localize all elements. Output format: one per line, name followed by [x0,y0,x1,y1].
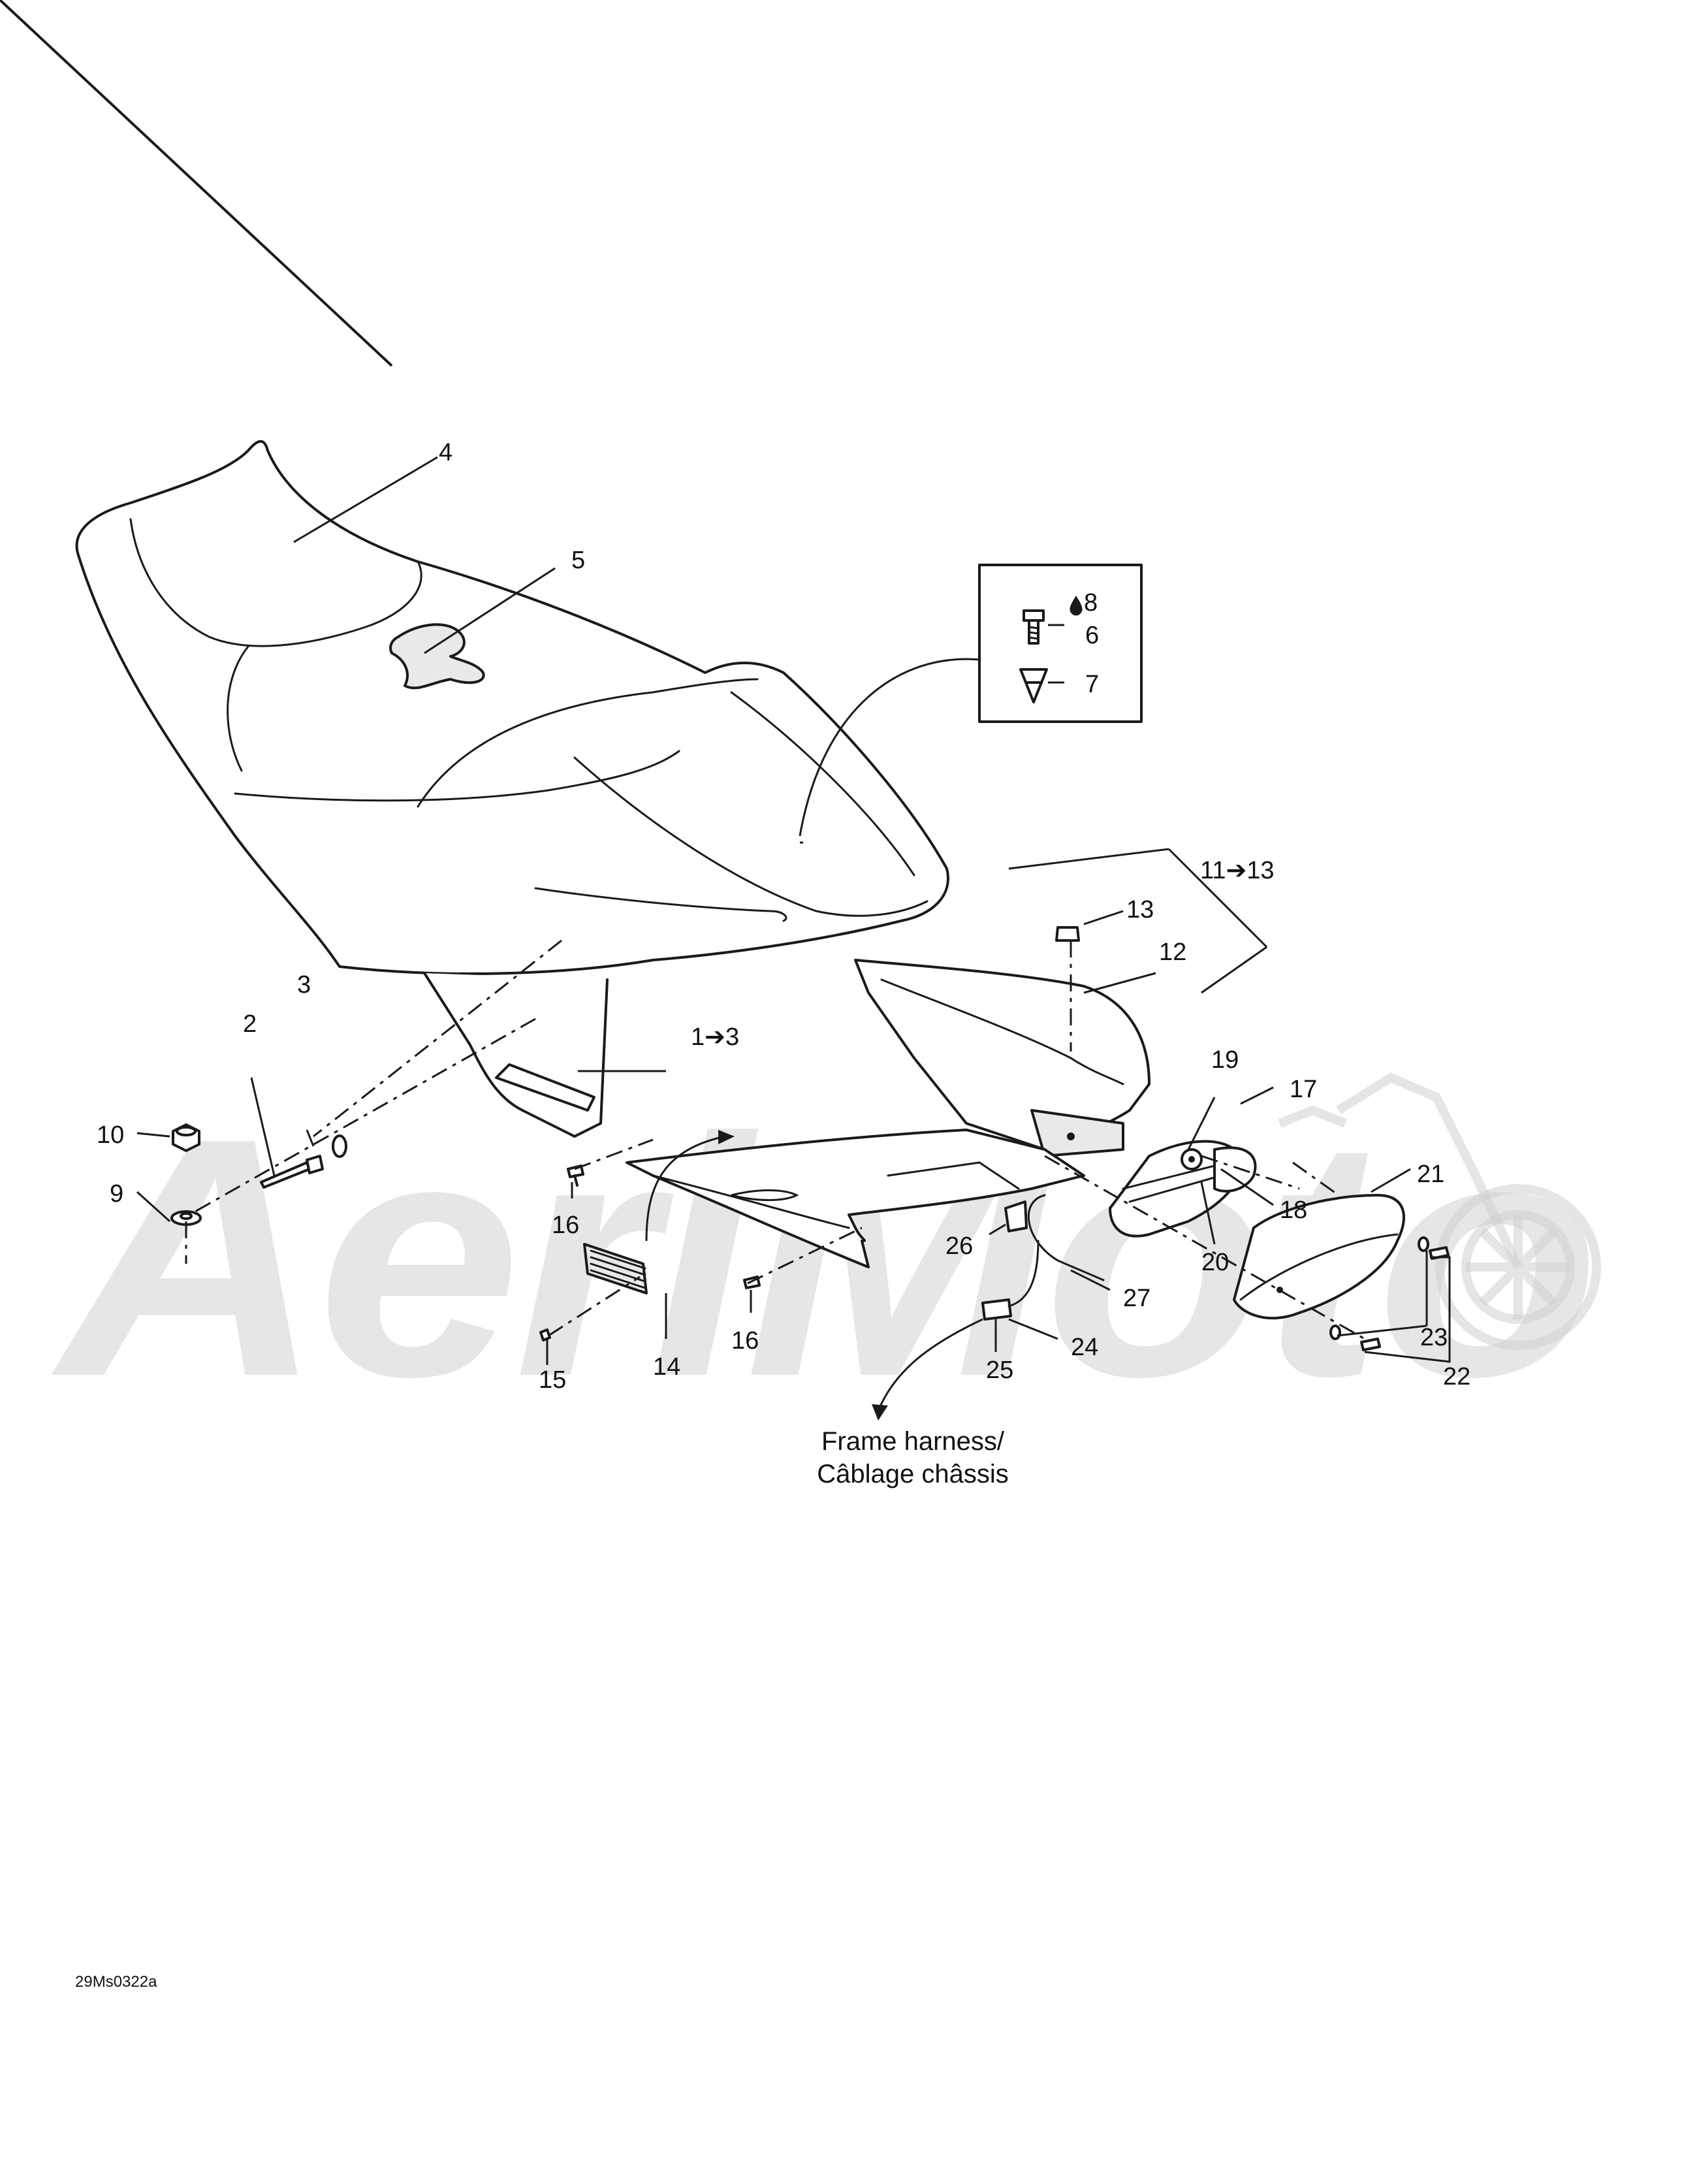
callout-22: 22 [1443,1363,1470,1390]
side-panel [626,1129,1085,1268]
figure-reference-code: 29Ms0322a [75,1973,157,1991]
fasteners [170,1123,1450,1351]
callout-12: 12 [1159,939,1186,966]
callout-19: 19 [1211,1046,1239,1074]
callout-15: 15 [539,1366,566,1394]
callout-5: 5 [571,547,585,574]
arrow-right-icon [718,1130,735,1144]
callout-27: 27 [1123,1285,1150,1312]
hardware-inset-box [978,564,1143,723]
callout-20: 20 [1201,1249,1229,1276]
callout-16b: 16 [731,1327,759,1355]
inset-frame [978,564,1143,723]
callout-2: 2 [243,1010,257,1038]
callout-14: 14 [653,1353,680,1381]
callout-9: 9 [110,1180,123,1208]
callout-6: 6 [1085,622,1099,649]
callout-4: 4 [439,439,452,466]
callout-13: 13 [1126,896,1154,923]
callout-23: 23 [1420,1324,1448,1351]
seat-part-4 [0,0,949,1138]
callout-3: 3 [297,971,311,999]
callout-11-13: 11➔13 [1200,857,1275,884]
callout-18: 18 [1280,1196,1307,1224]
callout-21: 21 [1417,1161,1444,1188]
drop-icon [1070,596,1083,616]
arrow-down-icon [872,1404,888,1421]
tail-cover-part-12 [854,959,1150,1157]
callout-16a: 16 [552,1212,579,1239]
callout-7: 7 [1085,671,1099,698]
callout-25: 25 [986,1357,1013,1384]
callout-labels: 4 5 8 6 7 11➔13 13 12 3 2 1➔3 10 9 19 17… [97,439,1470,1394]
note-line-2: Câblage châssis [817,1460,1009,1488]
note-line-1: Frame harness/ [821,1427,1005,1456]
leader-lines [136,456,1451,1421]
grommet-part-13 [1055,926,1080,942]
callout-17: 17 [1290,1076,1317,1103]
callout-24: 24 [1071,1334,1098,1361]
callout-1-3: 1➔3 [691,1023,739,1051]
callout-8: 8 [1084,589,1098,617]
frame-harness-note: Frame harness/ Câblage châssis [817,1427,1009,1488]
watermark-motorcycle-icon [1278,1072,1601,1350]
callout-26: 26 [945,1232,973,1260]
callout-10: 10 [97,1121,124,1149]
